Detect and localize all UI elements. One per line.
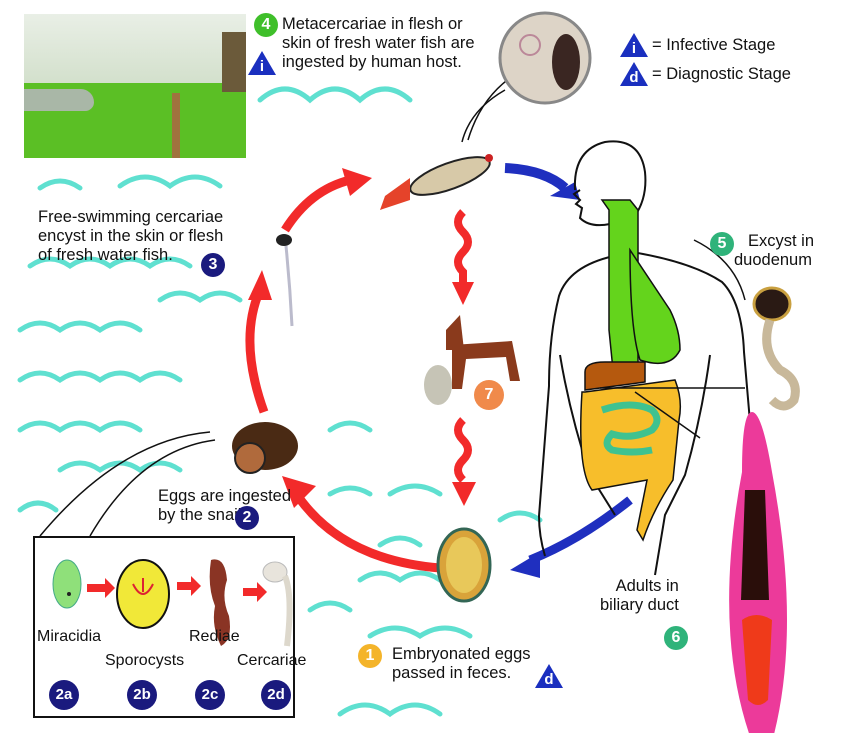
stage-5-badge: 5 xyxy=(710,232,734,256)
inset-illustrations xyxy=(52,559,293,647)
inset-arrow-1 xyxy=(87,578,115,598)
excysted-larva-image xyxy=(752,286,800,411)
diagnostic-stage-icon: d xyxy=(620,62,648,86)
miracidia-label: Miracidia xyxy=(37,628,102,645)
digestive-system xyxy=(580,199,745,542)
arrow-egg-to-snail xyxy=(291,489,441,573)
habitat-photo xyxy=(24,14,246,158)
fish-image xyxy=(380,154,493,210)
arrow-snail-to-cercaria xyxy=(245,288,269,414)
egg-image xyxy=(436,527,492,603)
legend-diagnostic-label: = Diagnostic Stage xyxy=(652,65,791,83)
stage-1-diagnostic-icon: d xyxy=(535,664,563,688)
stage-2d-badge: 2d xyxy=(261,680,291,710)
inset-arrow-2 xyxy=(177,576,201,596)
cercariae-label: Cercariae xyxy=(237,652,307,669)
stage-6-text: Adults in biliary duct xyxy=(600,577,679,614)
stage-2-text: Eggs are ingested by the snail. xyxy=(158,487,292,524)
pointer-lines xyxy=(39,77,746,537)
stage-1-badge: 1 xyxy=(358,644,382,668)
stage-2-badge: 2 xyxy=(235,506,259,530)
metacercaria-image xyxy=(498,11,592,105)
adult-fluke-image xyxy=(729,412,787,733)
stage-3-badge: 3 xyxy=(201,253,225,277)
cat-and-dog-image xyxy=(424,315,520,405)
blue-arrows xyxy=(504,163,633,578)
water-waves xyxy=(17,86,543,718)
snail-image xyxy=(232,422,298,474)
infective-stage-icon: i xyxy=(620,33,648,57)
stage-3-text: Free-swimming cercariae encyst in the sk… xyxy=(38,208,224,264)
stage-7-badge: 7 xyxy=(474,380,504,410)
stage-5-text: Excyst in duodenum xyxy=(734,232,815,269)
red-arrowheads xyxy=(248,168,476,508)
stage-2c-badge: 2c xyxy=(195,680,225,710)
legend-infective-label: = Infective Stage xyxy=(652,36,776,54)
stage-4-text: Metacercariae in flesh or skin of fresh … xyxy=(282,15,475,71)
cercaria-image xyxy=(276,234,294,327)
arrow-cercaria-to-fish xyxy=(281,175,352,233)
sporocysts-label: Sporocysts xyxy=(105,652,185,669)
inset-arrow-3 xyxy=(243,582,267,602)
rediae-label: Rediae xyxy=(189,628,240,645)
stage-6-badge: 6 xyxy=(664,626,688,650)
stage-4-infective-icon: i xyxy=(248,51,276,75)
stage-4-badge: 4 xyxy=(254,13,278,37)
stage-2a-badge: 2a xyxy=(49,680,79,710)
stage-1-text: Embryonated eggs passed in feces. xyxy=(392,645,531,682)
stage-2b-badge: 2b xyxy=(127,680,157,710)
snail-stages-inset: Miracidia Sporocysts Rediae Cercariae 2a… xyxy=(33,536,306,718)
red-wavy-arrows xyxy=(454,209,472,483)
red-cycle-arrows xyxy=(245,175,441,573)
